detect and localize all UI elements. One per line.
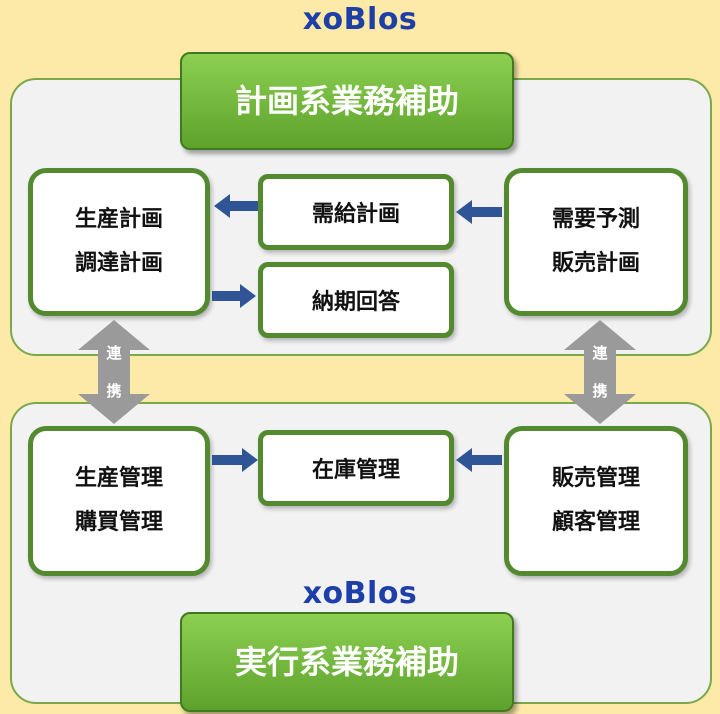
production-planning-box: 生産計画 調達計画 xyxy=(28,168,210,316)
link-label-char: 連 xyxy=(106,344,122,362)
arrow-icon xyxy=(456,200,502,224)
double-arrow-icon xyxy=(564,320,636,424)
box-line: 生産計画 xyxy=(74,207,163,232)
link-label-char: 連 xyxy=(592,344,608,362)
box-line: 購買管理 xyxy=(74,510,163,535)
delivery-date-response-box: 納期回答 xyxy=(258,262,454,338)
brand-label-top: xoBlos xyxy=(302,2,418,37)
brand-label-bottom: xoBlos xyxy=(302,576,418,611)
production-management-box: 生産管理 購買管理 xyxy=(28,426,210,576)
inventory-management-box: 在庫管理 xyxy=(258,430,454,506)
box-line: 販売管理 xyxy=(551,466,640,491)
supply-demand-planning-box: 需給計画 xyxy=(258,174,454,250)
execution-header: 実行系業務補助 xyxy=(180,612,514,712)
planning-header: 計画系業務補助 xyxy=(180,52,514,150)
link-label-char: 携 xyxy=(592,382,608,400)
arrow-icon xyxy=(214,194,258,218)
arrow-icon xyxy=(456,448,502,472)
box-line: 販売計画 xyxy=(551,251,640,276)
box-line: 需要予測 xyxy=(551,207,640,232)
arrow-icon xyxy=(212,448,258,472)
double-arrow-icon xyxy=(78,320,150,424)
sales-management-box: 販売管理 顧客管理 xyxy=(504,426,688,576)
box-line: 調達計画 xyxy=(74,251,163,276)
demand-forecast-box: 需要予測 販売計画 xyxy=(504,168,688,316)
box-line: 顧客管理 xyxy=(551,510,640,535)
box-line: 生産管理 xyxy=(74,466,163,491)
link-label-char: 携 xyxy=(106,382,122,400)
arrow-icon xyxy=(212,284,256,308)
